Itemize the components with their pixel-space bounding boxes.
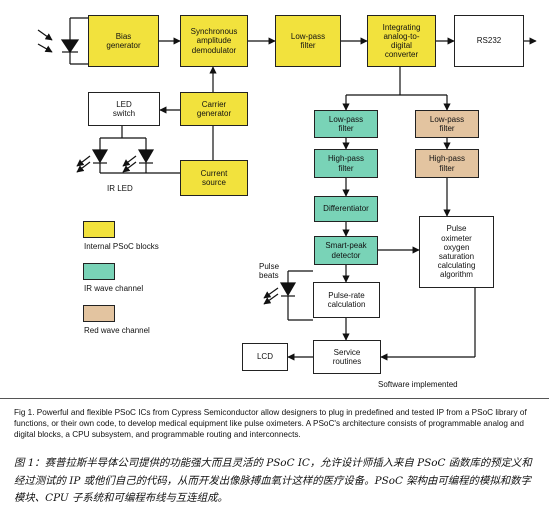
red-highpass-block: High-pass filter: [415, 149, 479, 178]
sync-demodulator-block: Synchronous amplitude demodulator: [180, 15, 248, 67]
legend-label-psoc: Internal PSoC blocks: [84, 242, 159, 251]
bias-generator-block: Bias generator: [88, 15, 159, 67]
smart-peak-detector-block: Smart-peak detector: [314, 236, 378, 265]
carrier-generator-block: Carrier generator: [180, 92, 248, 126]
pulse-beats-label: Pulse beats: [259, 262, 280, 281]
red-led-icon: [100, 149, 180, 174]
legend-label-red: Red wave channel: [84, 326, 150, 335]
caption-chinese: 图 1：赛普拉斯半导体公司提供的功能强大而且灵活的 PSoC IC，允许设计师插…: [14, 457, 532, 505]
legend-label-ir: IR wave channel: [84, 284, 144, 293]
pulse-rate-block: Pulse-rate calculation: [313, 282, 380, 318]
software-implemented-label: Software implemented: [378, 380, 458, 389]
legend-swatch-red: [83, 305, 115, 322]
oximeter-algorithm-block: Pulse oximeter oxygen saturation calcula…: [419, 216, 494, 288]
photodiode-icon: [37, 17, 88, 65]
caption: Fig 1. Powerful and flexible PSoC ICs fr…: [0, 398, 549, 514]
service-routines-block: Service routines: [313, 340, 381, 374]
legend-swatch-ir: [83, 263, 115, 280]
ir-led-icon: [76, 149, 109, 173]
rs232-block: RS232: [454, 15, 524, 67]
adc-block: Integrating analog-to- digital converter: [367, 15, 436, 67]
ir-led-label: IR LED: [107, 184, 133, 193]
caption-english: Fig 1. Powerful and flexible PSoC ICs fr…: [14, 408, 527, 440]
legend-swatch-psoc: [83, 221, 115, 238]
ir-highpass-block: High-pass filter: [314, 149, 378, 178]
red-lowpass-block: Low-pass filter: [415, 110, 479, 138]
block-diagram: [37, 17, 537, 361]
current-source-block: Current source: [180, 160, 248, 196]
lcd-block: LCD: [242, 343, 288, 371]
lowpass-filter-top-block: Low-pass filter: [275, 15, 341, 67]
differentiator-block: Differentiator: [314, 196, 378, 222]
ir-lowpass-block: Low-pass filter: [314, 110, 378, 138]
pulse-led-icon: [263, 270, 313, 321]
led-switch-block: LED switch: [88, 92, 160, 126]
